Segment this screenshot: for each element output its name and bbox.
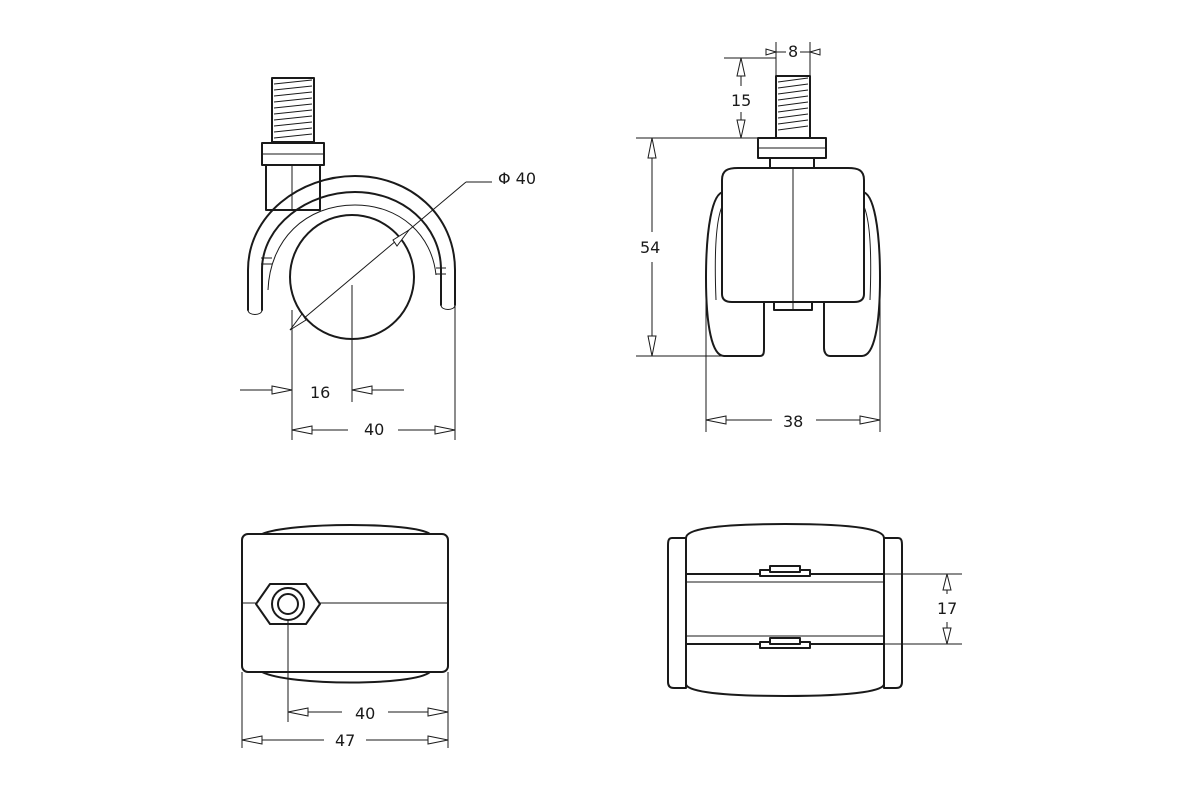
side-stem-diameter-label: 8 (788, 42, 798, 61)
side-stem-length-label: 15 (731, 91, 751, 110)
side-width-label: 38 (783, 412, 803, 431)
top-wheel-upper (261, 524, 431, 535)
side-stem-thread (775, 75, 811, 139)
front-view: Φ 40 16 40 (240, 77, 536, 440)
bottom-wheel-left (667, 537, 687, 689)
side-view: 8 15 54 38 (636, 42, 881, 432)
top-view: 40 47 (241, 524, 449, 750)
bottom-wheel-right (883, 537, 903, 689)
front-stem-body (265, 164, 321, 211)
bottom-block-lower (685, 643, 885, 697)
top-overall-width-label: 47 (335, 731, 355, 750)
bottom-middle-bar (685, 573, 885, 645)
bottom-gap-label: 17 (937, 599, 957, 618)
bottom-block-upper (685, 523, 885, 575)
top-inner-width-label: 40 (355, 704, 375, 723)
top-wheel-lower (261, 671, 431, 684)
front-diameter-label: Φ 40 (498, 169, 536, 188)
bottom-view: 17 (667, 523, 962, 697)
side-height-label: 54 (640, 238, 660, 257)
front-hood (247, 175, 456, 311)
front-width-label: 40 (364, 420, 384, 439)
front-stem-thread (271, 77, 315, 143)
front-offset-label: 16 (310, 383, 330, 402)
